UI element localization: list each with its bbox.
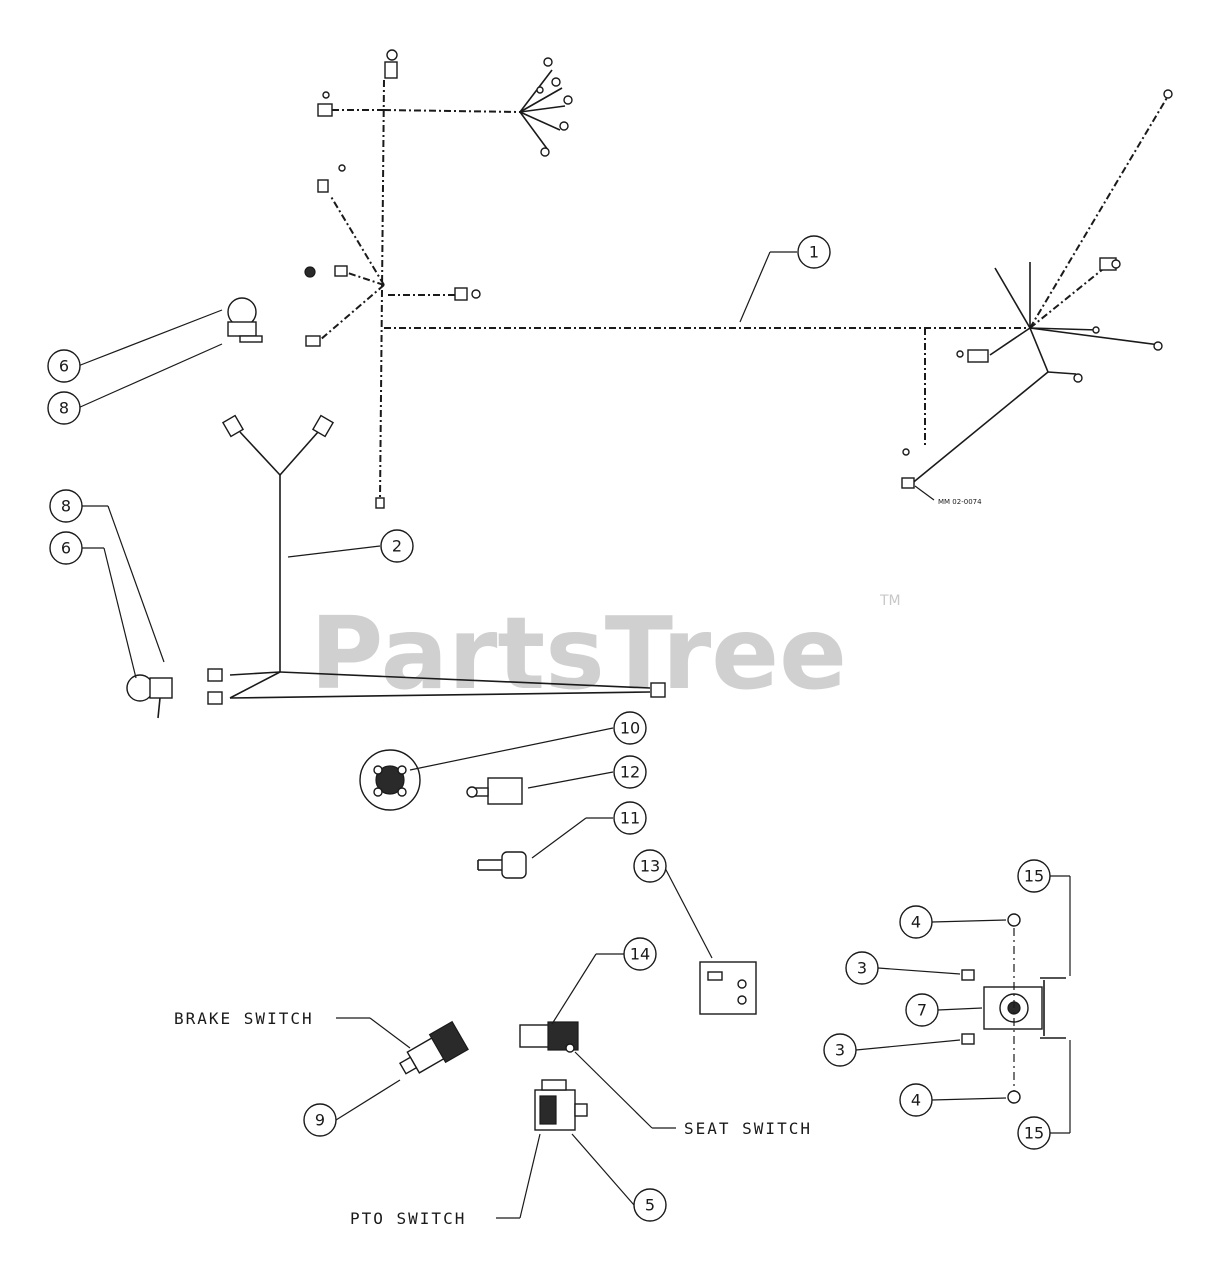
callout-8-upper: 8: [47, 391, 81, 425]
callout-9: 9: [303, 1103, 337, 1137]
callout-4-lower: 4: [899, 1083, 933, 1117]
callout-15-lower: 15: [1017, 1116, 1051, 1150]
svg-text:15: 15: [1024, 1124, 1044, 1143]
callout-11: 11: [613, 801, 647, 835]
pto-switch-label: PTO SWITCH: [350, 1209, 466, 1228]
brake-switch-label: BRAKE SWITCH: [174, 1009, 314, 1028]
callout-4-upper: 4: [899, 905, 933, 939]
svg-text:8: 8: [59, 399, 69, 418]
leader-lines: [77, 251, 1071, 1219]
svg-text:11: 11: [620, 809, 640, 828]
key-with-fob: [466, 777, 523, 805]
brake-switch-part: [399, 1020, 469, 1075]
ignition-switch: [359, 749, 421, 811]
svg-text:3: 3: [857, 959, 867, 978]
watermark-trademark: TM: [879, 593, 901, 609]
drawing-number: MM 02-0074: [938, 498, 982, 506]
callout-13: 13: [633, 849, 667, 883]
seat-switch-label: SEAT SWITCH: [684, 1119, 812, 1138]
callout-15-upper: 15: [1017, 859, 1051, 893]
callout-14: 14: [623, 937, 657, 971]
headlight-assembly-lower: [126, 674, 173, 719]
watermark-text: PartsTree: [310, 595, 847, 712]
control-module: [699, 961, 757, 1015]
svg-text:6: 6: [61, 539, 71, 558]
svg-text:6: 6: [59, 357, 69, 376]
svg-text:4: 4: [911, 913, 921, 932]
outlet-assembly: [961, 913, 1066, 1104]
svg-text:10: 10: [620, 719, 640, 738]
callout-3-upper: 3: [845, 951, 879, 985]
callout-3-lower: 3: [823, 1033, 857, 1067]
pto-switch-part: [534, 1079, 588, 1131]
svg-text:7: 7: [917, 1001, 927, 1020]
svg-text:15: 15: [1024, 867, 1044, 886]
svg-text:2: 2: [392, 537, 402, 556]
headlight-assembly-upper: [227, 297, 263, 343]
sub-harness: [207, 414, 666, 705]
callout-7: 7: [905, 993, 939, 1027]
seat-switch-part: [519, 1021, 579, 1053]
svg-text:4: 4: [911, 1091, 921, 1110]
callout-5: 5: [633, 1188, 667, 1222]
callout-10: 10: [613, 711, 647, 745]
callout-6-lower: 6: [49, 531, 83, 565]
main-harness: MM 02-0074: [304, 49, 1173, 509]
svg-text:1: 1: [809, 243, 819, 262]
svg-text:14: 14: [630, 945, 650, 964]
svg-text:8: 8: [61, 497, 71, 516]
svg-text:5: 5: [645, 1196, 655, 1215]
svg-text:12: 12: [620, 763, 640, 782]
ignition-key: [477, 851, 527, 879]
callout-2: 2: [380, 529, 414, 563]
svg-text:3: 3: [835, 1041, 845, 1060]
svg-text:9: 9: [315, 1111, 325, 1130]
svg-text:13: 13: [640, 857, 660, 876]
callout-1: 1: [797, 235, 831, 269]
callout-8-lower: 8: [49, 489, 83, 523]
callout-12: 12: [613, 755, 647, 789]
callout-6-upper: 6: [47, 349, 81, 383]
